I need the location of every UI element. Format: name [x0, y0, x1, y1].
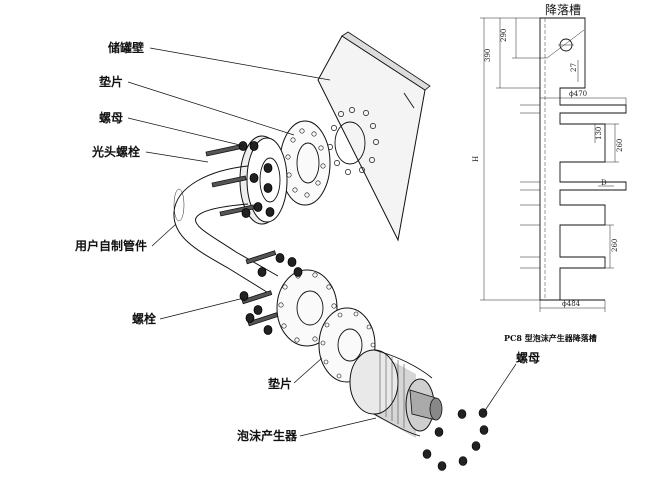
dim-484: ϕ484	[562, 300, 581, 308]
dimension-lines	[480, 17, 627, 312]
label-tank-wall: 储罐壁	[108, 40, 144, 55]
lower-flange-bolts	[239, 250, 303, 335]
label-user-pipe: 用户自制管件	[74, 238, 147, 253]
label-nut-top: 螺母	[99, 110, 123, 125]
dim-470: ϕ470	[569, 90, 587, 98]
upper-gasket	[279, 120, 331, 206]
drawing-caption: PC8 型泡沫产生器降落槽	[504, 333, 597, 343]
dim-290: 290	[500, 29, 508, 42]
loose-nuts	[422, 408, 489, 471]
upper-flange-bolts	[205, 141, 275, 218]
label-bolt: 螺栓	[132, 311, 156, 326]
upper-pipe-flange	[239, 135, 288, 225]
label-gasket-bottom: 垫片	[268, 376, 292, 391]
exploded-assembly: 储罐壁 垫片 螺母 光头螺栓 用户自制管件 螺栓 垫片 泡沫产生器 螺母	[74, 31, 540, 471]
plate-bolt-holes	[327, 107, 379, 175]
label-nut-right: 螺母	[516, 350, 540, 365]
dim-27: 27	[570, 63, 578, 72]
user-pipe	[173, 165, 279, 295]
label-gasket-top: 垫片	[99, 74, 123, 89]
leader-lines	[127, 47, 517, 437]
foam-generator-body	[349, 349, 443, 438]
tank-wall-plate	[317, 31, 431, 242]
trough-outline	[539, 17, 627, 301]
label-bright-bolt: 光头螺栓	[91, 144, 140, 159]
inlet-opening	[546, 29, 585, 59]
dim-260-lower: 260	[611, 239, 619, 252]
dim-390: 390	[484, 49, 492, 62]
dim-D: D	[601, 179, 607, 187]
dim-130: 130	[595, 127, 603, 140]
descent-trough-drawing: 降落槽	[472, 3, 627, 343]
label-foam-generator: 泡沫产生器	[237, 428, 298, 443]
dim-H: H	[472, 156, 480, 162]
drawing-title: 降落槽	[545, 3, 581, 17]
dim-260-upper: 260	[616, 139, 624, 152]
